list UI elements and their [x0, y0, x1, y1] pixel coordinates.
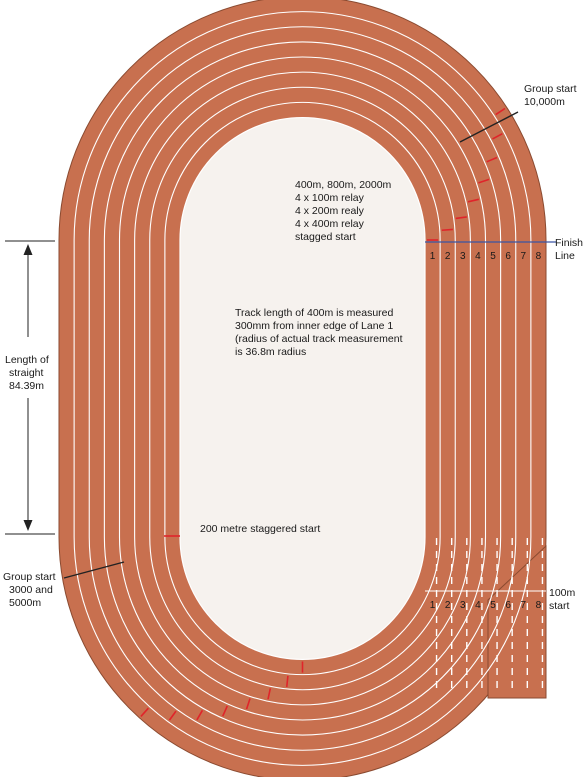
stagger-mark-top-5: [478, 178, 490, 184]
group-start-3000-5000-label: Group start 3000 and 5000m: [3, 571, 58, 609]
stagger-mark-top-2: [441, 228, 453, 232]
stagger-mark-bottom-7: [168, 710, 177, 721]
relay-info-label: 400m, 800m, 2000m 4 x 100m relay 4 x 200…: [295, 179, 394, 243]
finish-lane-number-6: 6: [505, 251, 511, 262]
start-100m-lane-number-1: 1: [430, 600, 436, 611]
group-start-10000-label: Group start 10,000m: [524, 83, 579, 108]
stagger-mark-top-7: [492, 133, 503, 140]
stagger-mark-bottom-5: [221, 705, 228, 717]
stagger-mark-top-4: [467, 198, 480, 203]
lane-line-5: [103, 41, 502, 736]
start-100m-lane-number-5: 5: [490, 600, 496, 611]
start-100m-lane-number-2: 2: [445, 600, 451, 611]
track-length-note: Track length of 400m is measured 300mm f…: [235, 307, 405, 358]
lane-line-6: [88, 26, 517, 751]
finish-line-label: Finish Line: [555, 237, 586, 262]
stagger-mark-bottom-6: [196, 709, 204, 721]
stagger-mark-bottom-3: [267, 688, 272, 700]
finish-lane-number-4: 4: [475, 251, 481, 262]
stagger-mark-bottom-4: [245, 698, 251, 710]
length-of-straight-label: Length of straight 84.39m: [5, 354, 52, 392]
stagger-mark-bottom-2: [285, 675, 289, 688]
lane-line-4: [118, 56, 487, 721]
start-100m-lane-number-8: 8: [536, 600, 542, 611]
finish-lane-number-3: 3: [460, 251, 466, 262]
straight-length-dimension: [5, 240, 55, 535]
start-100m-label: 100m start: [549, 587, 578, 612]
stagger-marks: [140, 107, 506, 721]
group-start-3000-5000-line: [63, 561, 125, 579]
group-start-10000-line: [459, 111, 519, 143]
stagger-mark-top-6: [486, 156, 498, 163]
finish-lane-number-1: 1: [430, 251, 436, 262]
lane-line-3: [134, 71, 471, 706]
sprint-extension: [487, 544, 547, 699]
infield: [179, 116, 426, 661]
finish-lane-number-7: 7: [521, 251, 527, 262]
stagger-mark-top-8: [495, 107, 506, 116]
lane-line-1: [164, 101, 441, 676]
lane-line-7: [73, 11, 532, 766]
stagger-mark-bottom-8: [140, 707, 149, 718]
finish-lane-number-8: 8: [536, 251, 542, 262]
stagger-mark-top-3: [455, 216, 467, 220]
arrow-down-icon: [23, 520, 33, 531]
lane-line-2: [149, 86, 456, 691]
arrow-up-icon: [23, 244, 33, 255]
finish-lane-number-5: 5: [490, 251, 496, 262]
finish-lane-number-2: 2: [445, 251, 451, 262]
start-100m-lane-number-4: 4: [475, 600, 481, 611]
start-100m-lane-number-3: 3: [460, 600, 466, 611]
lane-lines: [73, 11, 532, 766]
start-100m-lane-number-6: 6: [505, 600, 511, 611]
start-100m-lane-number-7: 7: [521, 600, 527, 611]
staggered-200-label: 200 metre staggered start: [200, 523, 320, 535]
